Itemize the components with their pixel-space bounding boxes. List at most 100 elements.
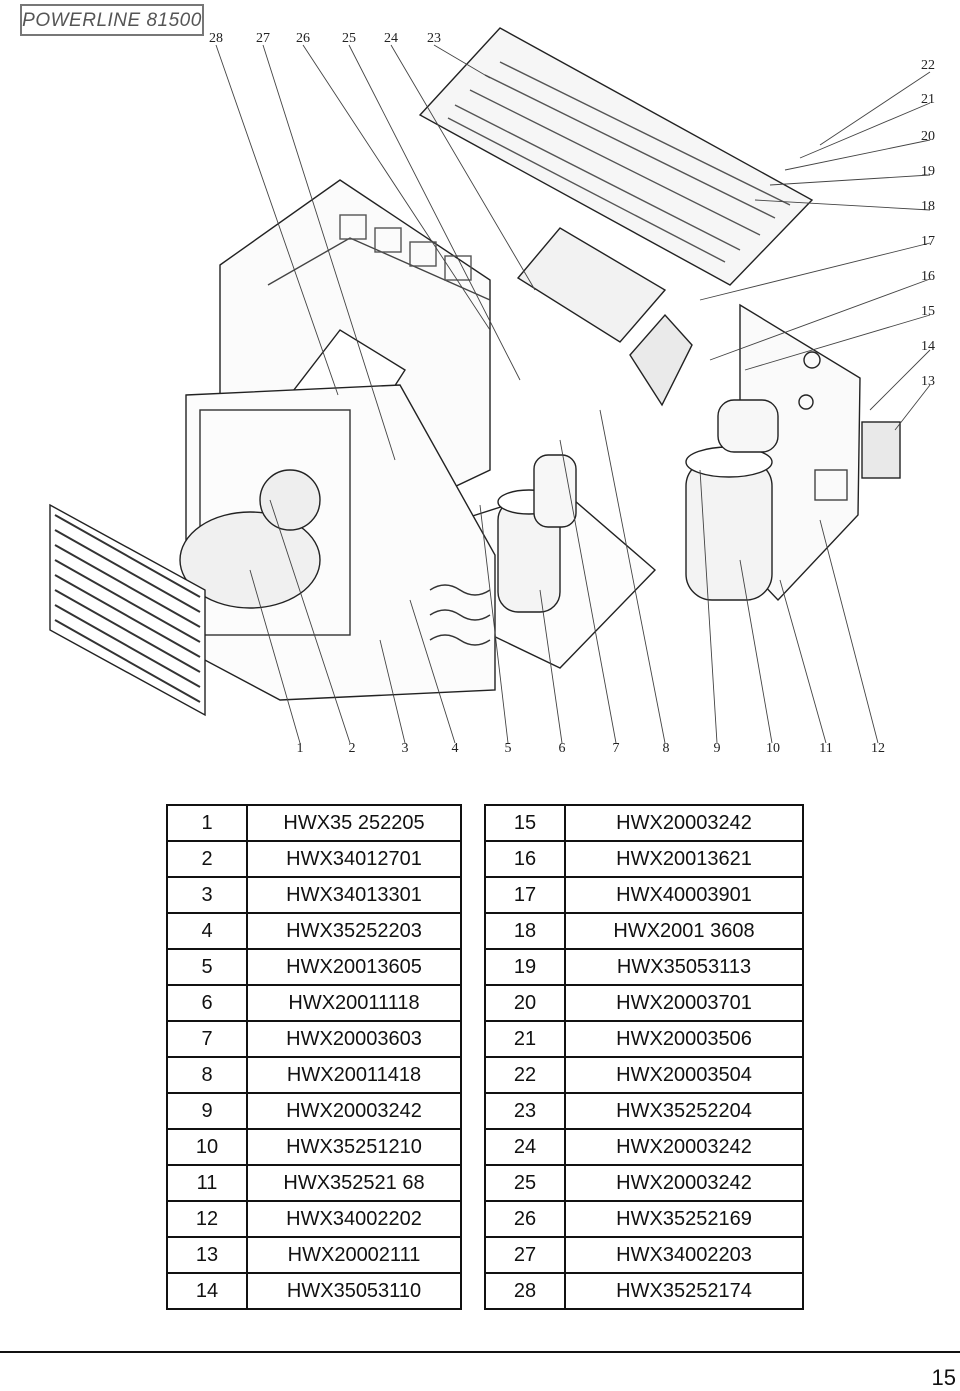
part-code-cell: HWX35251210 <box>246 1128 462 1166</box>
part-number-cell: 28 <box>484 1272 566 1310</box>
column-gap <box>460 841 486 877</box>
part-number-cell: 25 <box>484 1164 566 1202</box>
part-number-cell: 22 <box>484 1056 566 1094</box>
callout-25: 25 <box>342 31 356 46</box>
part-number-cell: 12 <box>166 1200 248 1238</box>
callout-11: 11 <box>819 741 832 756</box>
callout-6: 6 <box>559 741 566 756</box>
part-code-cell: HWX20011118 <box>246 984 462 1022</box>
part-code-cell: HWX35252203 <box>246 912 462 950</box>
part-code-cell: HWX2001 3608 <box>564 912 804 950</box>
part-code-cell: HWX34013301 <box>246 876 462 914</box>
part-number-cell: 14 <box>166 1272 248 1310</box>
callout-2: 2 <box>349 741 356 756</box>
part-code-cell: HWX20011418 <box>246 1056 462 1094</box>
callout-12: 12 <box>871 741 885 756</box>
part-code-cell: HWX20013621 <box>564 840 804 878</box>
part-number-cell: 27 <box>484 1236 566 1274</box>
part-number-cell: 10 <box>166 1128 248 1166</box>
column-gap <box>460 1201 486 1237</box>
callout-28: 28 <box>209 31 223 46</box>
leader-lines <box>215 44 931 744</box>
callout-17: 17 <box>921 234 935 249</box>
callout-9: 9 <box>714 741 721 756</box>
column-gap <box>460 913 486 949</box>
part-code-cell: HWX20002111 <box>246 1236 462 1274</box>
callout-20: 20 <box>921 129 935 144</box>
part-code-cell: HWX20003242 <box>564 1128 804 1166</box>
column-gap <box>460 1129 486 1165</box>
page-number: 15 <box>931 1365 956 1390</box>
column-gap <box>460 985 486 1021</box>
cover-grooves <box>447 61 791 263</box>
callout-13: 13 <box>921 374 935 389</box>
part-number-cell: 8 <box>166 1056 248 1094</box>
control-panel <box>629 313 693 407</box>
part-number-cell: 5 <box>166 948 248 986</box>
column-gap <box>460 949 486 985</box>
callout-10: 10 <box>766 741 780 756</box>
front-grille <box>49 503 206 717</box>
top-cover-panel <box>418 27 814 286</box>
part-code-cell: HWX35252174 <box>564 1272 804 1310</box>
part-code-cell: HWX352521 68 <box>246 1164 462 1202</box>
callout-21: 21 <box>921 92 935 107</box>
part-number-cell: 13 <box>166 1236 248 1274</box>
part-code-cell: HWX20003506 <box>564 1020 804 1058</box>
part-code-cell: HWX34012701 <box>246 840 462 878</box>
column-gap <box>460 1093 486 1129</box>
right-callouts: 22 21 20 19 18 17 16 15 14 13 <box>921 58 935 389</box>
column-gap <box>460 1057 486 1093</box>
callout-18: 18 <box>921 199 935 214</box>
callout-26: 26 <box>296 31 310 46</box>
column-gap <box>460 877 486 913</box>
part-number-cell: 7 <box>166 1020 248 1058</box>
callout-14: 14 <box>921 339 935 354</box>
callout-23: 23 <box>427 31 441 46</box>
part-code-cell: HWX20003242 <box>246 1092 462 1130</box>
part-code-cell: HWX20013605 <box>246 948 462 986</box>
callout-7: 7 <box>613 741 620 756</box>
part-number-cell: 11 <box>166 1164 248 1202</box>
column-gap <box>460 1165 486 1201</box>
part-number-cell: 21 <box>484 1020 566 1058</box>
column-gap <box>460 805 486 841</box>
receiver-tank <box>533 454 577 528</box>
part-code-cell: HWX35252169 <box>564 1200 804 1238</box>
callout-5: 5 <box>505 741 512 756</box>
part-number-cell: 24 <box>484 1128 566 1166</box>
part-number-cell: 2 <box>166 840 248 878</box>
callout-4: 4 <box>452 741 459 756</box>
callout-22: 22 <box>921 58 935 73</box>
part-code-cell: HWX35053113 <box>564 948 804 986</box>
part-number-cell: 1 <box>166 804 248 842</box>
part-number-cell: 9 <box>166 1092 248 1130</box>
column-gap <box>460 1273 486 1309</box>
part-code-cell: HWX20003242 <box>564 804 804 842</box>
footer-rule <box>0 1351 960 1353</box>
callout-19: 19 <box>921 164 935 179</box>
part-code-cell: HWX34002203 <box>564 1236 804 1274</box>
callout-15: 15 <box>921 304 935 319</box>
part-number-cell: 18 <box>484 912 566 950</box>
fan-motor <box>259 469 321 531</box>
part-number-cell: 6 <box>166 984 248 1022</box>
part-code-cell: HWX34002202 <box>246 1200 462 1238</box>
callout-16: 16 <box>921 269 935 284</box>
part-code-cell: HWX35252204 <box>564 1092 804 1130</box>
heat-exchanger <box>685 459 773 601</box>
part-number-cell: 3 <box>166 876 248 914</box>
column-gap <box>460 1237 486 1273</box>
